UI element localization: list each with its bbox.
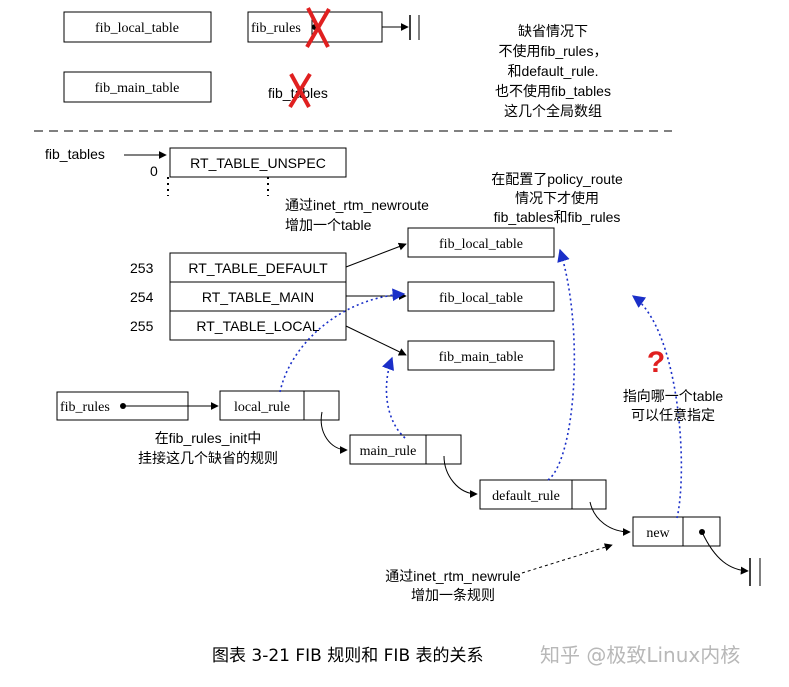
fib-main-table-label: fib_main_table [95, 81, 180, 96]
rt-table-local-label: RT_TABLE_LOCAL [196, 318, 319, 334]
rt-table-default-cell [169, 252, 347, 283]
note-line: 可以任意指定 [631, 407, 715, 423]
rt-table-local-cell [169, 310, 347, 341]
next-arrow [443, 455, 478, 498]
fib-tables-array: fib_tables 0 RT_TABLE_UNSPEC 253 254 255… [45, 146, 347, 341]
index-255: 255 [130, 318, 154, 334]
rt-table-main-label: RT_TABLE_MAIN [202, 289, 314, 305]
note-line: 也不使用fib_tables [495, 83, 611, 99]
main-rule-table-link [382, 356, 406, 439]
fib-main-table-node-label: fib_main_table [439, 350, 524, 365]
fib-local-table-node [407, 227, 555, 258]
cross-icon [288, 72, 312, 109]
rt-table-main-cell [169, 281, 347, 312]
local-rule-node [219, 390, 340, 421]
fib-tables-array-label: fib_tables [45, 146, 105, 162]
note-line: 情况下才使用 [515, 190, 599, 206]
policy-route-note: 在配置了policy_route 情况下才使用 fib_tables和fib_r… [491, 171, 623, 225]
note-line: 增加一个table [285, 217, 372, 233]
rt-table-default-label: RT_TABLE_DEFAULT [188, 260, 328, 276]
new-rule-label: new [646, 526, 670, 541]
note-line: 不使用fib_rules， [499, 43, 608, 59]
note-line: 和default_rule. [507, 63, 598, 79]
newrule-pointer-arrow [521, 543, 613, 574]
fib-rules-label: fib_rules [251, 21, 301, 36]
next-arrow [320, 411, 348, 454]
fib-table-objects: fib_local_table fib_local_table fib_main… [407, 227, 555, 371]
index-0: 0 [150, 163, 158, 179]
default-to-table-arrow [345, 242, 407, 268]
default-rule-table-link [547, 248, 576, 481]
fib-local-table-node-label: fib_local_table [439, 291, 523, 306]
note-line: 指向哪一个table [623, 388, 724, 404]
default-rule-node [479, 479, 607, 510]
index-253: 253 [130, 260, 154, 276]
newroute-note: 通过inet_rtm_newroute 增加一个table [285, 197, 429, 233]
fib-local-table-box [63, 11, 212, 43]
newrule-note: 通过inet_rtm_newrule 增加一条规则 [385, 568, 521, 603]
main-rule-label: main_rule [360, 444, 417, 459]
index-254: 254 [130, 289, 154, 305]
rt-table-unspec-cell [169, 147, 347, 178]
watermark: 知乎 @极致Linux内核 [540, 643, 740, 667]
figure-caption: 图表 3-21 FIB 规则和 FIB 表的关系 [212, 646, 484, 666]
local-to-table-arrow [345, 325, 407, 356]
fib-main-table-box [63, 71, 212, 103]
question-mark-icon: ? [647, 346, 665, 379]
local-rule-label: local_rule [234, 400, 290, 415]
cross-icon [305, 7, 331, 49]
table-pointer-links [279, 248, 683, 519]
any-table-note: 指向哪一个table 可以任意指定 [623, 388, 724, 423]
fib-local-table-node [407, 281, 555, 312]
note-line: 挂接这几个缺省的规则 [138, 450, 278, 466]
next-arrow [589, 501, 631, 536]
new-rule-table-link [631, 295, 683, 519]
rules-list: fib_rules local_rule main_rule default_r… [56, 390, 761, 586]
main-rule-node [349, 434, 462, 465]
note-line: 增加一条规则 [411, 587, 495, 603]
new-rule-node [632, 516, 721, 547]
fib-rules-head-label: fib_rules [60, 400, 110, 415]
fib-local-table-label: fib_local_table [95, 21, 179, 36]
rt-table-unspec-label: RT_TABLE_UNSPEC [190, 155, 326, 171]
default-rule-label: default_rule [492, 489, 560, 504]
new-null-arrow [701, 531, 749, 575]
default-note: 缺省情况下 不使用fib_rules， 和default_rule. 也不使用f… [495, 23, 611, 119]
note-line: fib_tables和fib_rules [494, 209, 621, 225]
fib-rules-init-note: 在fib_rules_init中 挂接这几个缺省的规则 [138, 430, 278, 466]
note-line: 在配置了policy_route [491, 171, 623, 187]
note-line: 这几个全局数组 [504, 103, 602, 119]
fib-main-table-node [407, 340, 555, 371]
note-line: 通过inet_rtm_newrule [385, 568, 521, 584]
local-rule-table-link [279, 288, 406, 393]
note-line: 在fib_rules_init中 [155, 430, 262, 446]
fib-local-table-node-label: fib_local_table [439, 237, 523, 252]
note-line: 缺省情况下 [518, 23, 588, 39]
top-section: fib_local_table fib_main_table fib_rules… [63, 7, 611, 119]
note-line: 通过inet_rtm_newroute [285, 197, 429, 213]
